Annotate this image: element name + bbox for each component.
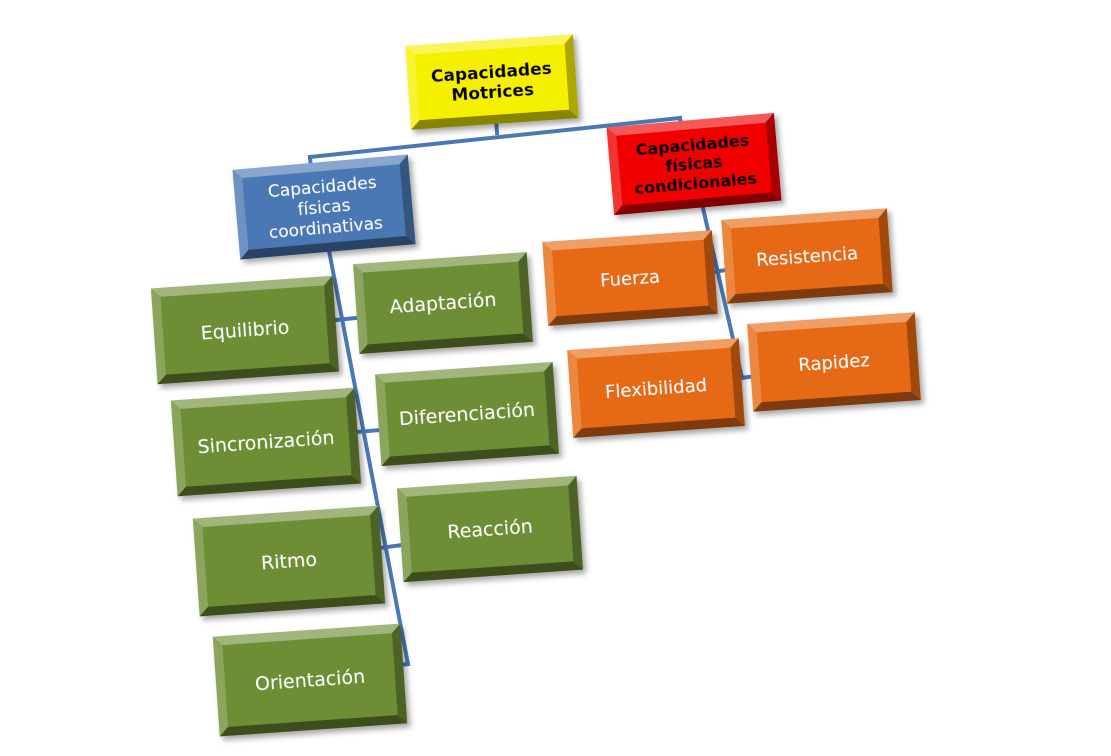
node-fuerza: Fuerza [542,230,718,326]
node-capacidades-motrices-bevel-left [405,45,420,130]
node-equilibrio-bevel-right [324,275,340,372]
node-rapidez-bevel-bottom [753,391,921,412]
node-rapidez-label: Rapidez [798,350,871,376]
node-adaptacion: Adaptación [353,252,533,354]
node-diferenciacion-bevel-right [544,361,559,454]
node-resistencia-bevel-top [721,208,887,229]
node-ritmo-bevel-left [192,518,208,617]
node-orientacion: Orientación [212,623,408,737]
node-orientacion-bevel-left [212,636,229,737]
node-resistencia: Resistencia [721,208,893,304]
connector-equilibrio [333,315,359,323]
node-adaptacion-bevel-bottom [359,333,533,354]
node-rapidez-box [747,312,921,412]
node-reaccion-bevel-top [396,475,577,497]
node-diferenciacion-bevel-bottom [381,445,559,467]
node-resistencia-bevel-bottom [727,283,893,304]
node-rapidez-bevel-left [747,323,762,412]
node-ritmo-label: Ritmo [260,549,317,575]
node-capacidades-fisicas-condicionales-bevel-top [606,112,774,136]
node-capacidades-fisicas-condicionales-bevel-left [606,127,623,216]
node-capacidades-fisicas-condicionales-label: físicas [665,152,724,176]
node-capacidades-motrices-bevel-bottom [411,109,579,130]
node-sincronizacion-bevel-right [346,387,362,484]
node-capacidades-fisicas-coordinativas-bevel-left [232,169,249,260]
node-flexibilidad-box [567,338,745,438]
node-orientacion-bevel-right [391,623,408,724]
node-fuerza-box [542,230,718,326]
node-resistencia-bevel-right [878,208,893,293]
node-reaccion-bevel-right [568,475,584,570]
node-fuerza-bevel-top [542,230,712,251]
node-equilibrio-box [150,275,340,385]
node-sincronizacion-bevel-bottom [177,475,362,497]
node-ritmo-bevel-right [370,505,386,604]
node-fuerza-bevel-right [703,230,718,314]
node-capacidades-motrices-bevel-right [564,34,579,119]
node-equilibrio-bevel-bottom [157,363,340,385]
node-capacidades-fisicas-coordinativas-box [232,154,416,260]
node-flexibilidad-bevel-left [567,350,582,438]
node-diferenciacion: Diferenciación [375,361,559,467]
node-capacidades-fisicas-condicionales-box [606,112,782,216]
node-fuerza-label: Fuerza [600,266,661,291]
node-sincronizacion: Sincronización [170,387,362,497]
node-equilibrio: Equilibrio [150,275,340,385]
node-capacidades-fisicas-condicionales-bevel-bottom [614,192,782,216]
node-sincronizacion-box [170,387,362,497]
node-resistencia-box [721,208,893,304]
node-flexibilidad-bevel-bottom [573,417,745,438]
node-capacidades-fisicas-coordinativas-label: físicas [297,196,352,221]
node-diferenciacion-box [375,361,559,467]
node-capacidades-motrices-box [405,34,579,130]
node-rapidez-bevel-top [747,312,915,333]
connector-coordinativas-trunk [324,237,411,667]
node-flexibilidad: Flexibilidad [567,338,745,438]
node-orientacion-box [212,623,408,737]
node-adaptacion-bevel-right [518,252,533,342]
node-rapidez: Rapidez [747,312,921,412]
node-capacidades-fisicas-coordinativas-bevel-right [399,154,416,245]
node-fuerza-bevel-left [542,242,557,326]
node-sincronizacion-bevel-top [170,387,355,409]
connector-ritmo [377,542,405,551]
connector-sincronizacion [354,427,383,435]
node-capacidades-fisicas-coordinativas-bevel-top [232,154,408,179]
node-reaccion-bevel-bottom [403,561,584,583]
node-equilibrio-bevel-top [150,275,333,297]
node-sincronizacion-bevel-left [170,400,186,497]
node-reaccion-box [396,475,584,583]
node-adaptacion-bevel-left [353,264,368,354]
node-capacidades-fisicas-condicionales-bevel-right [765,112,782,201]
node-equilibrio-bevel-left [150,288,166,385]
node-capacidades-fisicas-coordinativas-bevel-bottom [240,235,416,260]
node-rapidez-bevel-right [906,312,921,401]
connector-root-bus [307,115,683,160]
node-ritmo-box [192,505,386,617]
node-ritmo: Ritmo [192,505,386,617]
node-ritmo-bevel-bottom [199,595,386,617]
node-adaptacion-bevel-top [353,252,527,273]
node-orientacion-bevel-top [212,623,401,646]
node-flexibilidad-bevel-right [730,338,745,426]
node-adaptacion-box [353,252,533,354]
node-fuerza-bevel-bottom [548,305,718,326]
node-orientacion-bevel-bottom [219,714,408,737]
node-reaccion: Reacción [396,475,584,583]
node-capacidades-motrices-bevel-top [405,34,573,55]
node-diferenciacion-bevel-left [375,374,390,467]
node-diferenciacion-bevel-top [375,361,553,383]
node-flexibilidad-bevel-top [567,338,739,359]
node-reaccion-bevel-left [396,488,412,583]
node-resistencia-bevel-left [721,219,736,304]
node-ritmo-bevel-top [192,505,379,527]
